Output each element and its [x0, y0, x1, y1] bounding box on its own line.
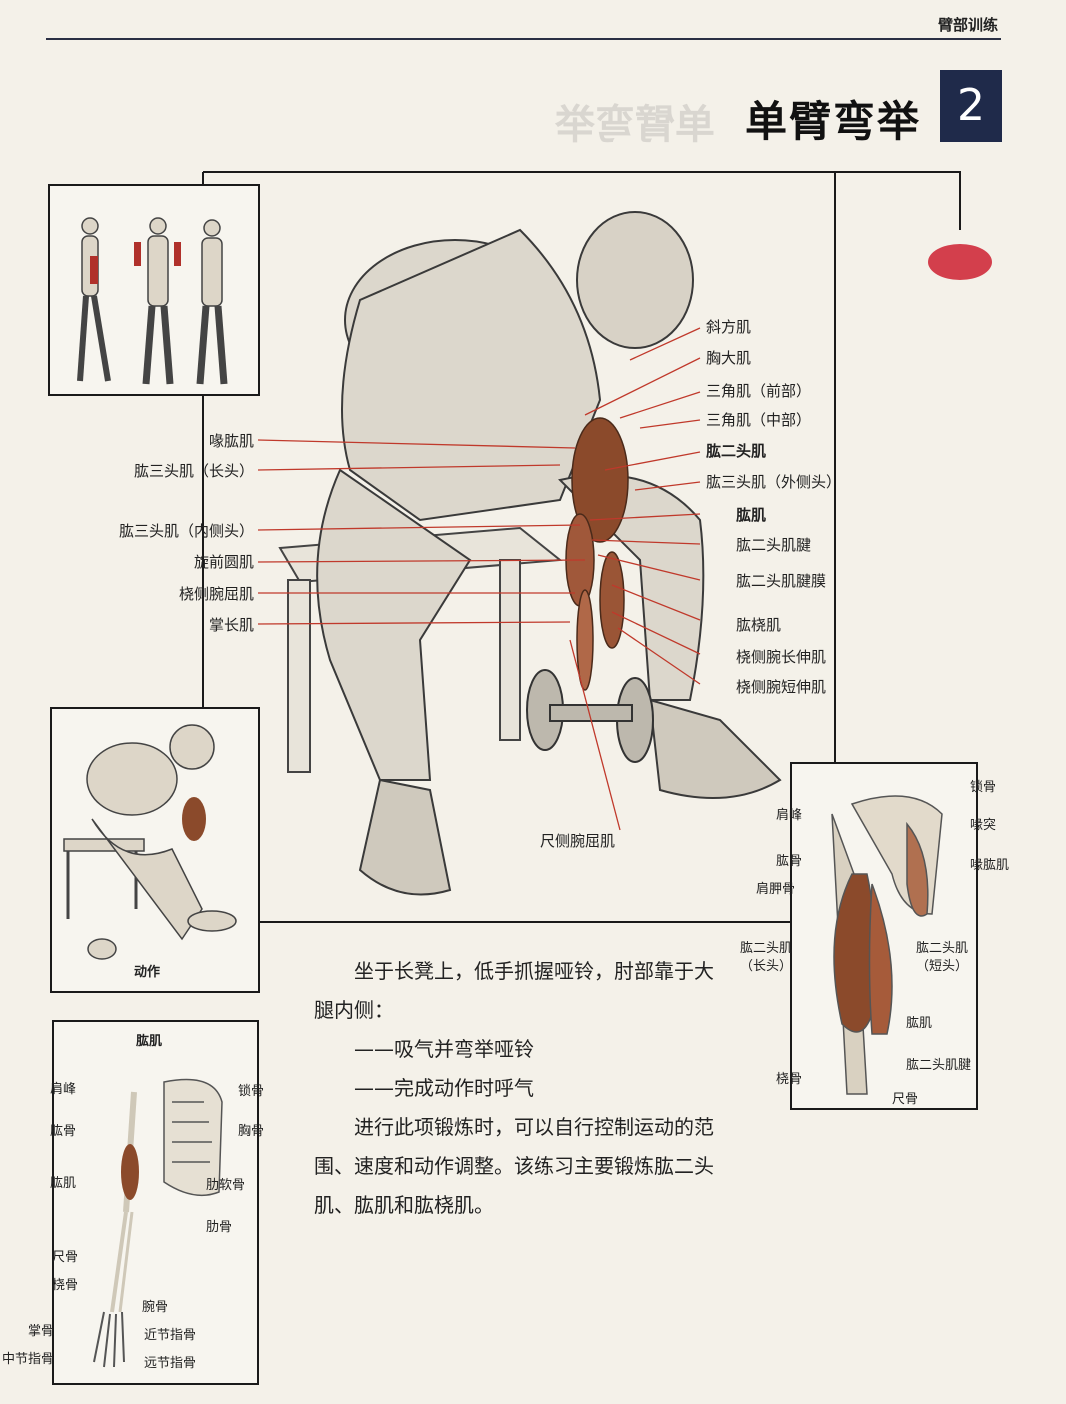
label-biceps: 肱二头肌 — [706, 442, 767, 460]
page-title: 单臂弯举 — [745, 97, 922, 146]
label-flexor-carpi-radialis: 桡侧腕屈肌 — [178, 585, 254, 603]
anatomy-figures-box — [48, 184, 260, 396]
label-deltoid-anterior: 三角肌（前部） — [706, 382, 812, 400]
exercise-number: 2 — [940, 70, 1002, 142]
dumbbell — [526, 669, 654, 763]
sh-brachialis: 肱肌 — [906, 1016, 933, 1031]
bone-sternum: 胸骨 — [238, 1124, 265, 1139]
bone-ulna: 尺骨 — [52, 1250, 79, 1265]
label-pectoralis-major: 胸大肌 — [706, 349, 752, 367]
brachialis-box: 肱肌 — [52, 1020, 259, 1385]
label-palmaris-longus: 掌长肌 — [208, 616, 254, 634]
label-ecrl: 桡侧腕长伸肌 — [736, 648, 827, 666]
sh-scapula: 肩胛骨 — [756, 882, 796, 897]
bone-carpal: 腕骨 — [142, 1300, 169, 1315]
action-thumbnail — [63, 724, 237, 960]
label-bicipital-aponeurosis: 肱二头肌腱膜 — [736, 572, 827, 590]
sh-coracobrachialis: 喙肱肌 — [970, 858, 1010, 873]
bone-proximal-phalanx: 近节指骨 — [144, 1328, 197, 1343]
sh-biceps-tendon: 肱二头肌腱 — [906, 1058, 972, 1073]
label-triceps-long: 肱三头肌（长头） — [133, 462, 254, 480]
label-triceps-lateral: 肱三头肌（外侧头） — [706, 473, 842, 491]
sh-coracoid: 喙突 — [970, 818, 997, 833]
instruction-step-inhale: ——吸气并弯举哑铃 — [354, 1037, 534, 1061]
bone-clavicle: 锁骨 — [238, 1084, 265, 1099]
sh-ulna: 尺骨 — [892, 1092, 919, 1107]
sh-biceps-short: 肱二头肌 （短头） — [916, 941, 969, 975]
red-marker — [928, 244, 992, 280]
instruction-notes: 进行此项锻炼时，可以自行控制运动的范围、速度和动作调整。该练习主要锻炼肱二头肌、… — [314, 1115, 714, 1217]
sh-biceps-long: 肱二头肌 （长头） — [740, 941, 793, 975]
label-flexor-carpi-ulnaris: 尺侧腕屈肌 — [540, 832, 616, 850]
label-pronator-teres: 旋前圆肌 — [193, 553, 254, 571]
bone-acromion: 肩峰 — [50, 1082, 77, 1097]
instructions: 坐于长凳上，低手抓握哑铃，肘部靠于大腿内侧： ——吸气并弯举哑铃 ——完成动作时… — [314, 952, 714, 1225]
highlighted-muscles — [565, 417, 629, 691]
bone-middle-phalanx: 中节指骨 — [2, 1352, 55, 1367]
sh-radius: 桡骨 — [776, 1072, 803, 1087]
bone-costal-cartilage: 肋软骨 — [206, 1178, 246, 1193]
label-triceps-medial: 肱三头肌（内侧头） — [118, 522, 254, 540]
bone-rib: 肋骨 — [206, 1220, 233, 1235]
shoulder-anatomy-box — [790, 762, 978, 1110]
bone-radius: 桡骨 — [52, 1278, 79, 1293]
label-biceps-tendon: 肱二头肌腱 — [736, 536, 812, 554]
bone-metacarpal: 掌骨 — [28, 1324, 55, 1339]
label-brachioradialis: 肱桡肌 — [736, 616, 782, 634]
sh-acromion: 肩峰 — [776, 808, 803, 823]
action-box: 动作 — [50, 707, 260, 993]
arm-skeleton — [93, 1078, 223, 1368]
sh-humerus: 肱骨 — [776, 854, 803, 869]
label-trapezius: 斜方肌 — [706, 318, 752, 336]
header-rule — [46, 38, 1001, 40]
action-caption: 动作 — [134, 965, 161, 980]
leader-lines — [257, 327, 701, 831]
label-ecrb: 桡侧腕短伸肌 — [736, 678, 827, 696]
muscle-brachialis: 肱肌 — [50, 1176, 77, 1191]
bone-humerus: 肱骨 — [50, 1124, 77, 1139]
brachialis-box-title: 肱肌 — [136, 1034, 163, 1049]
label-deltoid-middle: 三角肌（中部） — [706, 411, 812, 429]
section-header: 臂部训练 — [937, 16, 998, 34]
instruction-setup: 坐于长凳上，低手抓握哑铃，肘部靠于大腿内侧： — [314, 959, 714, 1022]
instruction-step-exhale: ——完成动作时呼气 — [354, 1076, 534, 1100]
label-brachialis: 肱肌 — [736, 506, 767, 524]
label-coracobrachialis: 喙肱肌 — [208, 432, 254, 450]
three-figures — [77, 217, 228, 385]
sh-clavicle: 锁骨 — [970, 780, 997, 795]
shoulder-illustration — [831, 795, 943, 1095]
bone-distal-phalanx: 远节指骨 — [144, 1356, 197, 1371]
